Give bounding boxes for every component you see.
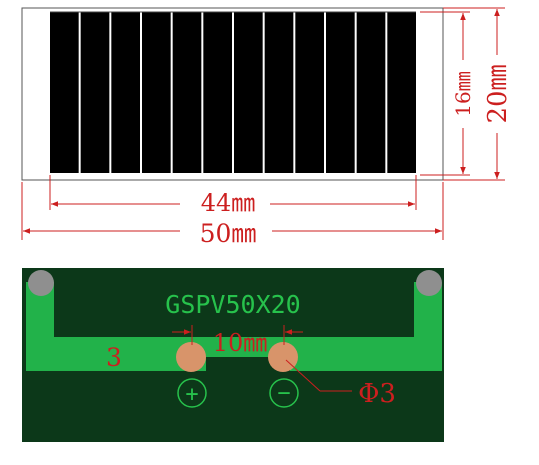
positive-symbol: + bbox=[177, 378, 207, 408]
negative-symbol: − bbox=[269, 378, 299, 408]
trace-width-label: 3 bbox=[106, 343, 122, 372]
dim-width-total: 50㎜ bbox=[23, 219, 442, 248]
negative-circle bbox=[269, 378, 299, 408]
solar-cell bbox=[234, 12, 263, 173]
solar-cell bbox=[326, 12, 355, 173]
positive-sign: + bbox=[185, 382, 198, 407]
dim-height-active: 16㎜ bbox=[451, 13, 475, 174]
solar-cell bbox=[172, 12, 202, 173]
solar-cell bbox=[203, 12, 232, 173]
solar-cells bbox=[50, 11, 416, 173]
dim-label-44mm: 44㎜ bbox=[201, 189, 256, 217]
dim-label-50mm: 50㎜ bbox=[200, 219, 257, 248]
dim-height-total: 20㎜ bbox=[483, 9, 513, 179]
dim-label-16mm: 16㎜ bbox=[451, 71, 475, 116]
solar-cell bbox=[387, 12, 416, 173]
panel-top-view bbox=[21, 7, 444, 181]
hole-diameter-callout: Φ3 bbox=[285, 359, 396, 409]
model-label: GSPV50X20 bbox=[165, 290, 300, 319]
solar-cell bbox=[80, 12, 110, 173]
dim-pad-spacing: 10㎜ bbox=[172, 325, 303, 357]
corner-hole-right bbox=[416, 270, 442, 296]
negative-sign: − bbox=[277, 381, 290, 406]
pad-spacing-label: 10㎜ bbox=[213, 329, 268, 357]
dim-width-active: 44㎜ bbox=[51, 189, 415, 217]
corner-hole-left bbox=[28, 270, 54, 296]
solar-cell bbox=[356, 12, 386, 173]
solar-cell bbox=[142, 12, 171, 173]
hole-diameter-label: Φ3 bbox=[358, 379, 396, 409]
hole-leader-line bbox=[285, 359, 321, 392]
solar-cell bbox=[111, 12, 140, 173]
extension-lines bbox=[21, 7, 505, 240]
pad-positive bbox=[176, 342, 206, 372]
solar-cell bbox=[295, 12, 324, 173]
pcb-trace bbox=[26, 282, 442, 371]
positive-circle bbox=[177, 378, 207, 408]
solar-cell bbox=[264, 12, 294, 173]
dim-label-20mm: 20㎜ bbox=[483, 64, 513, 123]
pcb-back-view: + − GSPV50X20 10㎜ 3 Φ3 bbox=[22, 268, 444, 442]
solar-cell bbox=[50, 12, 79, 173]
